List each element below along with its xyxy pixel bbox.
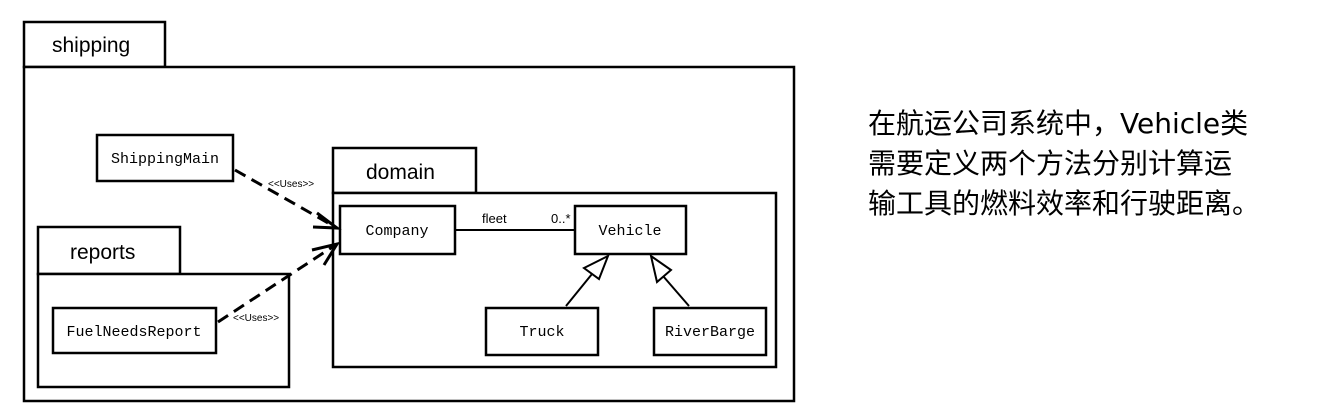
class-fuel-needs-report-box	[51, 306, 218, 355]
dependency-uses-line	[217, 242, 338, 324]
class-river-barge-box	[652, 306, 768, 357]
dependency-uses-fuel-report: <<Uses>>	[217, 241, 341, 324]
dependency-uses-label: <<Uses>>	[233, 313, 279, 324]
generalization-truck-vehicle	[565, 253, 610, 307]
generalization-triangle-icon	[582, 253, 610, 281]
association-fleet-multiplicity-label: 0..*	[551, 211, 571, 226]
class-shipping-main-box	[95, 133, 235, 183]
generalization-riverbarge-vehicle	[649, 253, 690, 307]
class-fuel-needs-report: FuelNeedsReport	[51, 306, 218, 355]
class-river-barge: RiverBarge	[652, 306, 768, 357]
generalization-line	[662, 275, 690, 307]
description-line-3: 输工具的燃料效率和行驶距离。	[868, 187, 1261, 220]
class-truck: Truck	[484, 306, 600, 357]
description-line-2: 需要定义两个方法分别计算运	[868, 147, 1233, 180]
dependency-uses-line	[234, 168, 338, 230]
class-truck-box	[484, 306, 600, 357]
generalization-line	[565, 273, 593, 307]
dependency-uses-label: <<Uses>>	[268, 179, 314, 190]
package-shipping-title: shipping	[52, 34, 130, 57]
description-line-1: 在航运公司系统中，Vehicle类	[868, 107, 1249, 140]
package-reports-title: reports	[70, 241, 135, 264]
package-domain-tab	[331, 146, 478, 195]
association-fleet: fleet 0..*	[455, 211, 575, 231]
dependency-arrowhead-icon	[311, 241, 341, 266]
generalization-triangle-icon	[649, 253, 673, 284]
package-shipping-tab	[22, 20, 167, 69]
description-text: 在航运公司系统中，Vehicle类 需要定义两个方法分别计算运 输工具的燃料效率…	[868, 104, 1338, 224]
class-company-label: Company	[365, 223, 428, 240]
association-fleet-role-label: fleet	[482, 211, 507, 226]
dependency-uses-shipping-main: <<Uses>>	[234, 168, 342, 230]
class-shipping-main: ShippingMain	[95, 133, 235, 183]
class-fuel-needs-report-label: FuelNeedsReport	[66, 324, 201, 341]
class-company: Company	[338, 204, 457, 256]
class-company-box	[338, 204, 457, 256]
class-vehicle: Vehicle	[573, 204, 688, 256]
class-truck-label: Truck	[519, 324, 564, 341]
package-domain-title: domain	[366, 161, 435, 184]
class-shipping-main-label: ShippingMain	[111, 151, 219, 168]
class-river-barge-label: RiverBarge	[665, 324, 755, 341]
dependency-arrowhead-icon	[312, 211, 342, 230]
class-vehicle-label: Vehicle	[598, 223, 661, 240]
